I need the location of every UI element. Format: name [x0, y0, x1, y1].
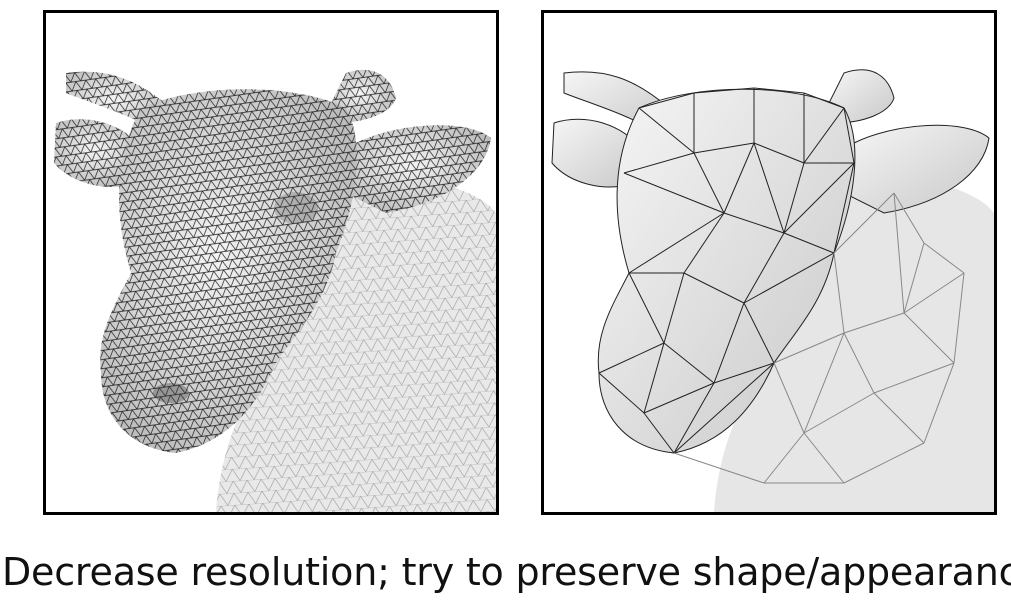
- mesh-edge: [628, 272, 665, 344]
- mesh-edge: [803, 107, 845, 164]
- mesh-edge: [843, 332, 875, 394]
- mesh-edge: [693, 87, 755, 94]
- mesh-edge: [693, 142, 755, 154]
- mesh-edge: [873, 392, 925, 444]
- mesh-edge: [723, 212, 785, 234]
- mesh-edge: [598, 372, 645, 414]
- mesh-edge: [643, 412, 675, 454]
- mesh-edge: [723, 142, 755, 214]
- mesh-edge: [783, 232, 835, 254]
- mesh-edge: [903, 242, 925, 314]
- cow-body: [714, 170, 994, 512]
- mesh-edge: [623, 172, 725, 214]
- mesh-edge: [833, 252, 845, 334]
- mesh-edge: [663, 272, 685, 344]
- mesh-edge: [843, 442, 925, 484]
- mesh-edge: [638, 92, 695, 109]
- mesh-edge: [893, 192, 925, 244]
- mesh-edge: [673, 452, 765, 484]
- mesh-edge: [743, 232, 785, 304]
- mesh-edge: [803, 432, 845, 484]
- mesh-edge: [893, 192, 905, 314]
- mesh-edge: [663, 342, 715, 384]
- mesh-edge: [773, 362, 805, 434]
- mesh-edge: [628, 212, 725, 274]
- mesh-edge: [783, 162, 855, 234]
- mesh-edge: [753, 142, 805, 164]
- mesh-edge: [873, 362, 955, 394]
- mesh-edge: [773, 332, 845, 364]
- mesh-edge: [763, 432, 805, 484]
- mesh-edge: [638, 107, 695, 154]
- mesh-edge: [833, 192, 895, 254]
- low-resolution-mesh-panel: [541, 10, 997, 515]
- mesh-edge: [753, 87, 805, 94]
- caption: Decrease resolution; try to preserve sha…: [2, 550, 1011, 594]
- mesh-edge: [743, 252, 835, 304]
- mesh-edge: [843, 107, 855, 164]
- mesh-edge: [673, 362, 775, 454]
- right-ear: [843, 124, 990, 214]
- mesh-edge: [713, 362, 775, 384]
- mesh-edge: [923, 242, 965, 274]
- mesh-edge: [598, 342, 665, 374]
- mesh-edge: [673, 382, 715, 454]
- dense-cow-mesh-image: [54, 69, 496, 512]
- mesh-edge: [643, 382, 715, 414]
- mesh-edge: [713, 302, 745, 384]
- mesh-edge: [803, 332, 845, 434]
- mesh-edge: [843, 312, 905, 334]
- mesh-edge: [683, 212, 725, 274]
- coarse-triangle-edges: [598, 87, 965, 484]
- mesh-edge: [923, 362, 955, 444]
- mesh-edge: [833, 162, 855, 254]
- mesh-edge: [783, 162, 805, 234]
- mesh-edge: [903, 272, 965, 314]
- mesh-edge: [803, 92, 845, 109]
- mesh-edge: [803, 392, 875, 434]
- coarse-cow-mesh-image: [551, 69, 994, 512]
- mesh-edge: [903, 312, 955, 364]
- mesh-edge: [683, 272, 745, 304]
- mesh-edge: [693, 152, 725, 214]
- mesh-edge: [953, 272, 965, 364]
- mesh-edge: [743, 302, 775, 364]
- mesh-edge: [643, 342, 665, 414]
- mesh-edge: [623, 152, 695, 174]
- mesh-edge: [753, 142, 785, 234]
- high-resolution-mesh-panel: [43, 10, 499, 515]
